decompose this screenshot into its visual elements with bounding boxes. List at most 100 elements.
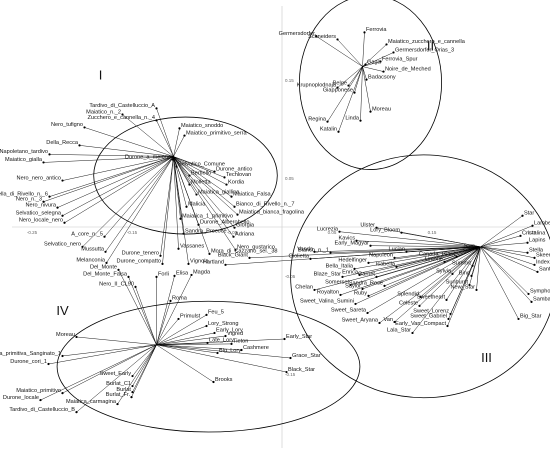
ray [105,156,174,252]
ray [156,120,174,157]
data-point [475,247,478,250]
data-point [359,119,362,122]
point-label: Lory_Strong [208,321,238,327]
data-point [224,263,227,266]
point-label: Grace_Star [292,353,321,359]
data-point [385,43,388,46]
point-label: Forli [158,272,169,278]
ray [82,156,174,247]
data-point [353,91,356,94]
data-point [131,384,134,388]
point-label: Elisa [176,271,189,277]
data-point [155,275,158,278]
data-point [375,275,378,278]
data-point [366,311,369,315]
point-label: Sweet_Valina_Sumini [300,299,354,305]
y-tick-label: -0.15 [285,372,296,377]
data-point [313,250,316,253]
ray [480,242,528,248]
point-label: Sweet_Sareta [331,308,367,314]
data-point [42,200,45,203]
data-point [363,31,366,34]
data-point [248,256,251,259]
data-point [313,288,316,292]
point-label: Selvatico_Comune [178,161,225,167]
ray [173,156,232,197]
point-label: Index [536,260,550,266]
ray [160,156,174,256]
ray [420,246,481,298]
ray [173,156,236,250]
data-point [418,304,421,307]
ray [173,156,234,237]
data-point [183,134,186,137]
point-label: Vigred [227,331,243,337]
data-point [393,320,396,324]
ray [362,61,381,67]
data-point [382,70,385,73]
ray [162,156,174,264]
point-label: Early_Lory [216,328,243,334]
ray [350,246,481,286]
data-point [365,78,368,81]
ray [367,246,481,314]
point-label: Napoleon [369,253,393,259]
ray [173,156,187,207]
ray [356,240,481,248]
point-label: Chelan [295,285,313,291]
point-label: Vassanes [180,244,204,250]
data-point [337,130,340,133]
data-point [195,193,198,196]
point-label: Moreau [372,106,391,112]
ray [340,246,481,296]
data-point [173,274,176,278]
point-label: Primulst [180,314,201,320]
ray [370,245,481,248]
point-label: Roma [172,296,188,302]
point-label: Germersdorfer_Orias_3 [395,47,454,53]
data-point [393,256,396,259]
group-label-I: I [99,68,103,83]
point-label: Sweetheart [417,295,446,301]
ray [480,246,532,303]
ray [156,275,175,345]
data-point [378,321,381,325]
point-label: Cristalina [522,231,546,237]
ray [57,156,174,208]
point-label: Bing [459,271,470,277]
point-label: Big_Lory [219,348,241,354]
data-point [230,195,233,198]
ray [173,156,210,254]
point-label: Lory_Bloom [370,227,400,233]
point-label: Maiatica_carmagina [66,399,117,405]
point-label: Tardivo_di_Castelluccio_B [9,407,75,413]
point-labels: Tardivo_di_Castelluccio_AMaiatico_n._2Zu… [0,27,550,413]
point-label: Hedelfinger [338,258,367,264]
ray [362,32,365,67]
ray [62,344,157,357]
ray [156,338,285,346]
point-label: Saylor [345,284,361,290]
data-point [127,275,130,278]
x-tick-label: 0.15 [428,230,437,235]
data-point [338,230,341,233]
point-label: Cashmere [243,345,269,351]
point-label: Late_Lory [209,338,234,344]
data-point [451,272,454,275]
group-label-II: II [427,39,434,54]
point-label: Sunburst [446,280,469,286]
data-point [521,214,524,217]
ray [173,156,197,195]
data-point [533,263,536,266]
data-point [213,331,216,335]
data-point [81,245,84,248]
point-label: Mora_di_Cazzano_sel._38 [211,249,278,255]
data-point [78,144,81,147]
x-tick-label: 0.05 [328,230,337,235]
data-point [197,223,200,226]
ray [480,235,521,248]
point-label: Blaze_Star [314,272,341,278]
data-point [383,284,386,287]
data-point [61,354,64,358]
ray [355,246,481,305]
